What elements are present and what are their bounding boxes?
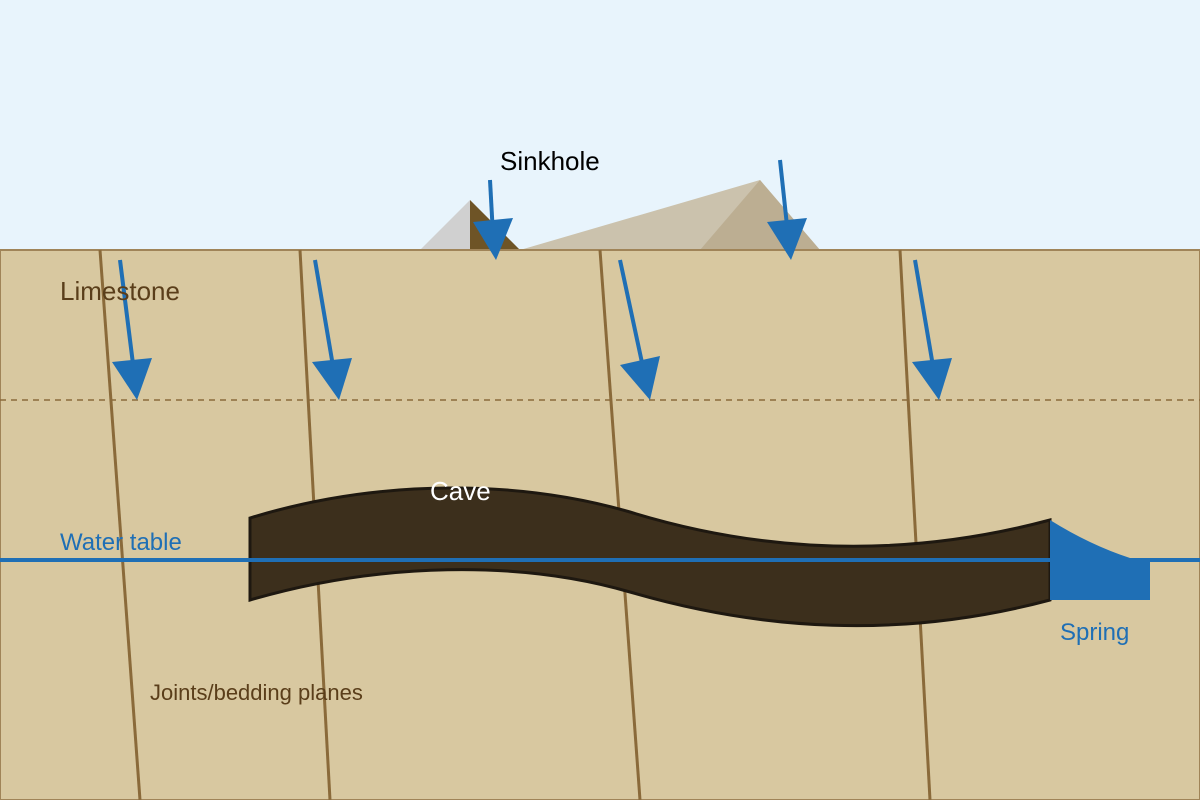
- infiltration-arrow: [313, 259, 339, 377]
- infiltration-arrow: [118, 259, 139, 377]
- arrowheads: [112, 218, 952, 400]
- limestone-label: Limestone: [60, 276, 180, 306]
- cave-label: Cave: [430, 476, 491, 506]
- arrowhead-icon: [620, 356, 660, 400]
- spring-label: Spring: [1060, 619, 1129, 646]
- arrowhead-icon: [312, 358, 352, 400]
- water-table-label: Water table: [60, 529, 182, 556]
- joint-line: [98, 249, 142, 800]
- sinkhole-label: Sinkhole: [500, 146, 600, 176]
- spring-shape: [1050, 520, 1150, 600]
- arrowhead-icon: [912, 358, 952, 400]
- arrowhead-icon: [767, 218, 807, 260]
- arrowhead-icon: [473, 218, 513, 260]
- arrowhead-icon: [112, 358, 152, 400]
- joint-line: [898, 249, 932, 800]
- joints-label: Joints/bedding planes: [150, 680, 363, 705]
- sky: [0, 0, 1200, 250]
- infiltration-arrow: [618, 259, 648, 377]
- infiltration-arrow: [913, 259, 939, 377]
